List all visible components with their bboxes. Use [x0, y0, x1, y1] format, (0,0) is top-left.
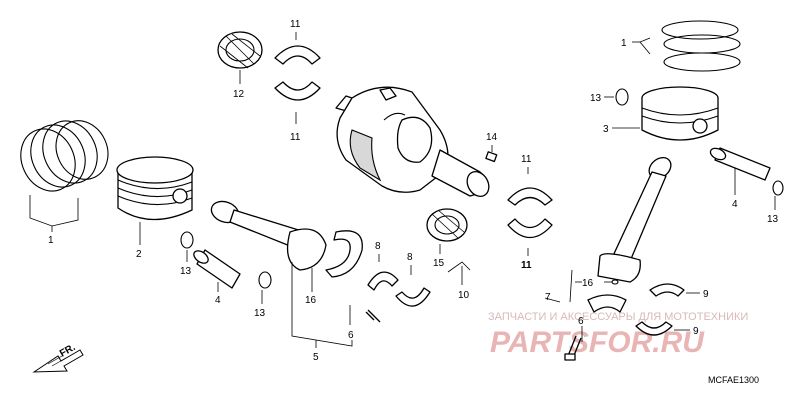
callout-11-right-top: 11 [521, 154, 532, 165]
callout-11-bottom: 11 [290, 132, 301, 143]
rod-bearing-lower [395, 287, 431, 307]
callout-13-right-bottom: 13 [767, 214, 779, 225]
callout-13-right-top: 13 [590, 93, 602, 104]
callout-16: 16 [305, 295, 317, 306]
callout-6: 6 [348, 330, 354, 341]
needle-bearing-top [217, 31, 263, 69]
piston-pin-clip-left-2 [258, 271, 272, 289]
callout-1: 1 [48, 235, 54, 246]
rod-bolt-left [365, 309, 381, 323]
callout-12: 12 [233, 89, 245, 100]
piston-left [116, 156, 194, 221]
piston-pin-clip-left [180, 231, 194, 249]
rod-bolt-right-head [564, 353, 576, 361]
callout-13: 13 [180, 266, 192, 277]
callout-13b: 13 [254, 308, 266, 319]
callout-5: 5 [313, 352, 319, 363]
watermark-logo: PARTSFOR.RU [490, 326, 705, 359]
crankshaft [335, 86, 490, 197]
connecting-rod-left [210, 200, 327, 271]
rod-bearing-right-upper [649, 283, 685, 297]
rod-cap-left [325, 230, 363, 278]
piston-pin-left [193, 249, 241, 289]
callout-8-left: 8 [375, 241, 381, 252]
callout-4-right: 4 [732, 199, 738, 210]
rod-bearing-right-lower [635, 321, 673, 336]
bearing-shell-upper [274, 45, 321, 65]
callout-10: 10 [458, 290, 470, 301]
callout-2: 2 [136, 249, 142, 260]
main-bearing-lower [507, 218, 553, 239]
callout-3: 3 [603, 124, 609, 135]
callout-9-top: 9 [703, 289, 709, 300]
piston-pin-right [709, 147, 771, 181]
diagram-code: MCFAE1300 [708, 375, 759, 385]
callout-8-right: 8 [407, 252, 413, 263]
callout-9-bottom: 9 [693, 326, 699, 337]
callout-11-top: 11 [290, 19, 301, 30]
bearing-shell-lower [274, 81, 321, 101]
piston-rings-right [661, 20, 741, 72]
callout-16-right: 16 [582, 278, 594, 289]
piston-rings-left [20, 120, 109, 192]
callout-15: 15 [433, 258, 445, 269]
needle-bearing-crank [426, 208, 468, 242]
main-bearing-upper [507, 187, 553, 206]
callout-7: 7 [545, 292, 551, 303]
rod-bearing-upper [367, 271, 399, 291]
callout-4: 4 [215, 295, 221, 306]
piston-right [641, 86, 719, 141]
callout-14: 14 [486, 132, 498, 143]
piston-pin-clip-right-2 [772, 180, 784, 196]
piston-pin-clip-right [615, 88, 629, 106]
watermark-subtitle: ЗАПЧАСТИ И АКСЕССУАРЫ ДЛЯ МОТОТЕХНИКИ [488, 311, 748, 323]
callout-6-right: 6 [578, 316, 584, 327]
callout-11-right-bottom: 11 [521, 260, 532, 271]
callout-1-right: 1 [621, 38, 627, 49]
front-direction-marker [32, 349, 84, 373]
dowel-pin [485, 151, 498, 163]
connecting-rod-right [597, 157, 672, 283]
rod-cap-right [587, 294, 627, 313]
